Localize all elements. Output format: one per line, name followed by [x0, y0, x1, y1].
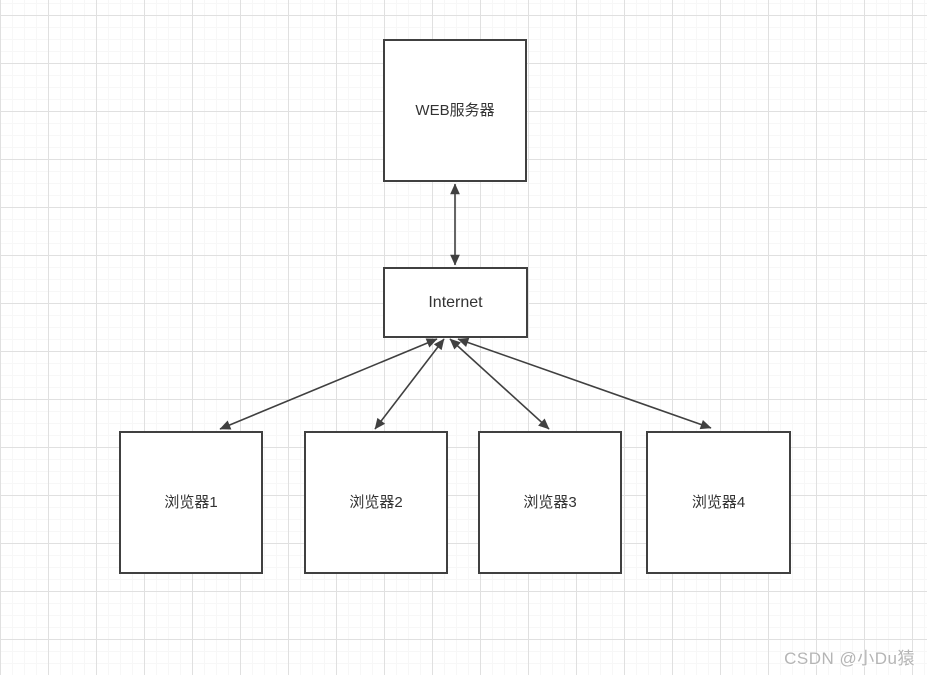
node-browser-2: 浏览器2 [304, 431, 448, 574]
node-browser-1-label: 浏览器1 [164, 493, 218, 511]
node-web-server: WEB服务器 [383, 39, 527, 182]
node-browser-3-label: 浏览器3 [523, 493, 577, 511]
node-internet: Internet [383, 267, 528, 338]
node-browser-2-label: 浏览器2 [349, 493, 403, 511]
csdn-watermark: CSDN @小Du猿 [784, 649, 915, 668]
node-web-server-label: WEB服务器 [415, 101, 495, 119]
edge-internet-browser4 [457, 337, 712, 430]
edge-internet-browser2 [374, 338, 445, 430]
edge-internet-browser3 [449, 338, 550, 430]
node-browser-1: 浏览器1 [119, 431, 263, 574]
node-browser-4-label: 浏览器4 [691, 493, 746, 511]
node-browser-4: 浏览器4 [646, 431, 791, 574]
node-browser-3: 浏览器3 [478, 431, 622, 574]
node-internet-label: Internet [428, 293, 483, 311]
edge-internet-browser1 [219, 338, 438, 430]
